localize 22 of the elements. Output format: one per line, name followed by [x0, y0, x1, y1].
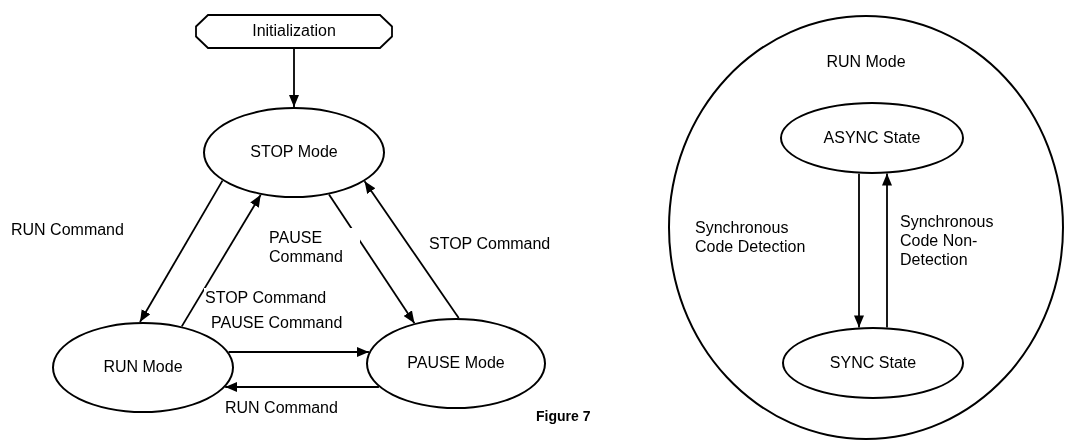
- state-ellipse: [366, 318, 546, 409]
- state-label: PAUSE Mode: [407, 354, 505, 373]
- terminator-shape: [195, 14, 393, 49]
- arrow: [882, 172, 892, 329]
- state-label: SYNC State: [829, 353, 917, 373]
- arrow: [224, 382, 380, 392]
- state-label: STOP Mode: [250, 143, 338, 162]
- state-label: Initialization: [252, 22, 336, 41]
- arrow: [139, 179, 224, 323]
- state-label: ASYNC State: [823, 128, 921, 148]
- state-ellipse: [782, 327, 964, 399]
- arrow: [227, 347, 370, 357]
- state-ellipse: [203, 107, 385, 198]
- arrow: [289, 48, 299, 108]
- arrow: [854, 172, 864, 329]
- state-label: RUN Mode: [826, 53, 906, 72]
- arrow: [328, 193, 416, 325]
- arrow: [363, 180, 460, 319]
- state-label: RUN Mode: [103, 358, 183, 377]
- state-ellipse: [780, 102, 964, 174]
- arrow: [180, 193, 262, 328]
- figure-caption: Figure 7: [536, 408, 591, 424]
